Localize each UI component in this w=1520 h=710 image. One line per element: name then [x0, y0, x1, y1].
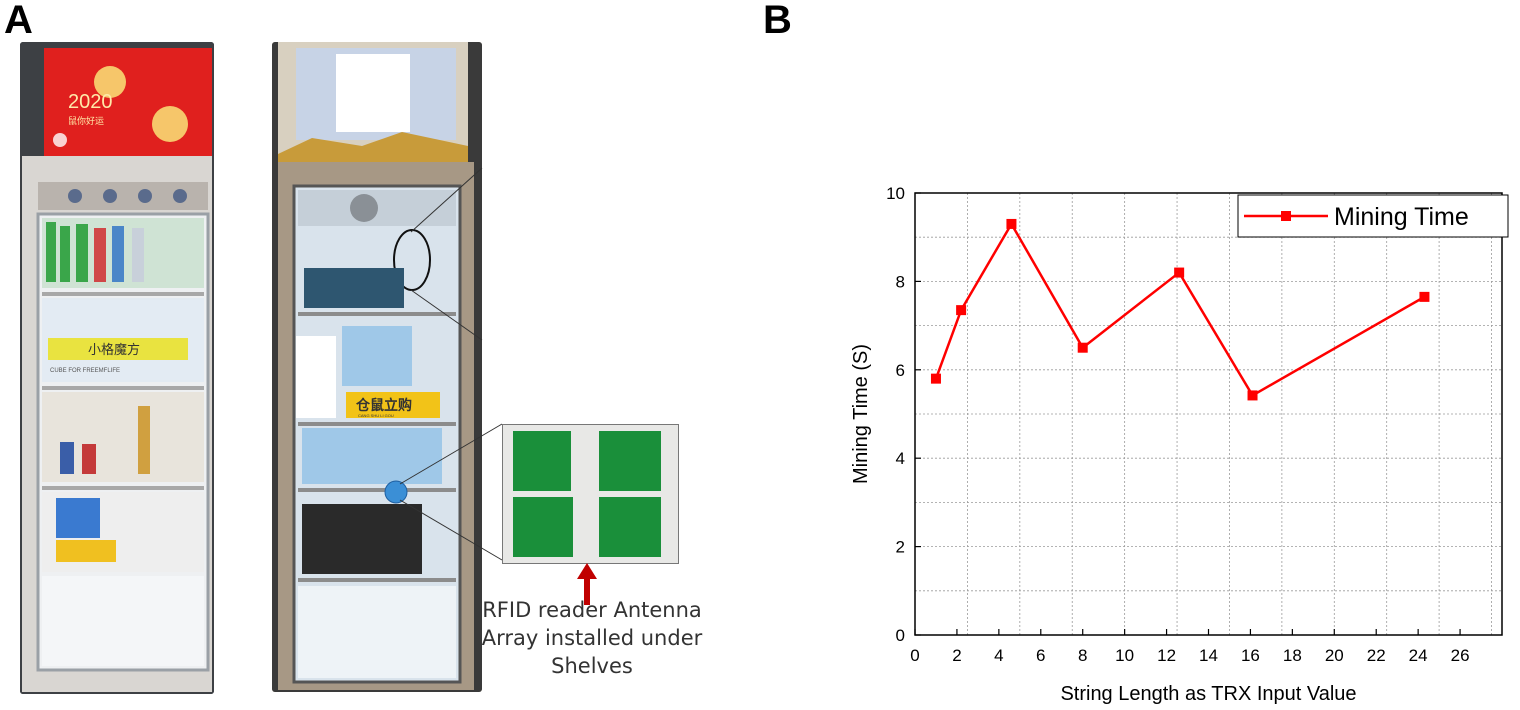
y-tick-label: 0	[896, 626, 905, 645]
data-point	[956, 305, 967, 316]
y-tick-label: 2	[896, 538, 905, 557]
y-axis-label: Mining Time (S)	[850, 344, 872, 484]
x-tick-label: 18	[1283, 646, 1302, 665]
fridge-ad-screen	[44, 48, 212, 156]
x-tick-label: 6	[1036, 646, 1045, 665]
data-point	[930, 373, 941, 384]
x-tick-label: 2	[952, 646, 961, 665]
chart-legend: Mining Time	[1237, 194, 1509, 238]
x-tick-label: 8	[1078, 646, 1087, 665]
data-point	[1077, 342, 1088, 353]
label-redaction	[296, 336, 336, 418]
x-tick-label: 12	[1157, 646, 1176, 665]
rfid-caption-line-3: Shelves	[551, 654, 633, 678]
rfid-caption: RFID reader Antenna Array installed unde…	[478, 596, 706, 680]
y-tick-label: 10	[886, 184, 905, 203]
x-tick-label: 14	[1199, 646, 1218, 665]
fridge-right-shelf-sign	[346, 392, 440, 418]
x-tick-label: 0	[910, 646, 919, 665]
chart-grid	[915, 193, 1502, 635]
legend-entry-mining-time: Mining Time	[1334, 203, 1469, 231]
series-mining-time	[930, 218, 1430, 401]
data-point	[1419, 291, 1430, 302]
fridge-shelf-sign-subtext: CUBE FOR FREEMFLIFE	[50, 368, 120, 374]
antenna-panel	[599, 497, 661, 557]
y-tick-label: 4	[896, 449, 905, 468]
vending-fridge-right-illustration: 仓鼠立购 CANG SHU LI GOU	[272, 42, 482, 692]
vending-fridge-left-illustration: 2020 鼠你好运 小格魔方 CUBE FOR FREEMFLIFE	[20, 42, 214, 694]
y-tick-label: 6	[896, 361, 905, 380]
antenna-array-illustration	[503, 425, 678, 563]
x-tick-label: 24	[1409, 646, 1428, 665]
data-point	[1006, 218, 1017, 229]
antenna-panel	[599, 431, 661, 491]
antenna-panel	[513, 431, 571, 491]
x-tick-label: 4	[994, 646, 1003, 665]
y-tick-label: 8	[896, 272, 905, 291]
vending-fridge-photo-right: 仓鼠立购 CANG SHU LI GOU	[272, 42, 482, 692]
panel-label-b: B	[763, 0, 792, 42]
x-tick-label: 20	[1325, 646, 1344, 665]
antenna-panel	[513, 497, 573, 557]
x-tick-label: 10	[1115, 646, 1134, 665]
screen-redaction	[336, 54, 410, 132]
rfid-caption-line-2: Array installed under	[481, 626, 703, 650]
up-arrow-icon	[577, 563, 597, 605]
fridge-shelf-sign	[48, 338, 188, 360]
fridge-ad-greeting: 鼠你好运	[68, 115, 104, 126]
data-point	[1174, 267, 1185, 278]
zoom-connector-lines	[399, 423, 503, 561]
x-axis-label: String Length as TRX Input Value	[1060, 683, 1356, 705]
x-tick-label: 16	[1241, 646, 1260, 665]
fridge-ad-year: 2020	[68, 91, 113, 113]
x-tick-label: 26	[1451, 646, 1470, 665]
legend-marker-swatch	[1281, 211, 1291, 221]
y-axis: 0 2 4 6 8 10	[886, 184, 921, 645]
vending-fridge-photo-left: 2020 鼠你好运 小格魔方 CUBE FOR FREEMFLIFE	[20, 42, 214, 694]
panel-label-a: A	[4, 0, 33, 42]
x-tick-label: 22	[1367, 646, 1386, 665]
antenna-array-inset	[502, 424, 679, 564]
antenna-location-marker	[384, 480, 408, 504]
fridge-right-shelf-sign-text: 仓鼠立购	[355, 397, 412, 413]
fridge-right-shelf-sign-subtext: CANG SHU LI GOU	[358, 413, 394, 418]
fridge-shelf-sign-text: 小格魔方	[88, 342, 140, 357]
rfid-caption-line-1: RFID reader Antenna	[482, 598, 702, 622]
data-point	[1247, 390, 1258, 401]
legend-box	[1237, 194, 1509, 238]
